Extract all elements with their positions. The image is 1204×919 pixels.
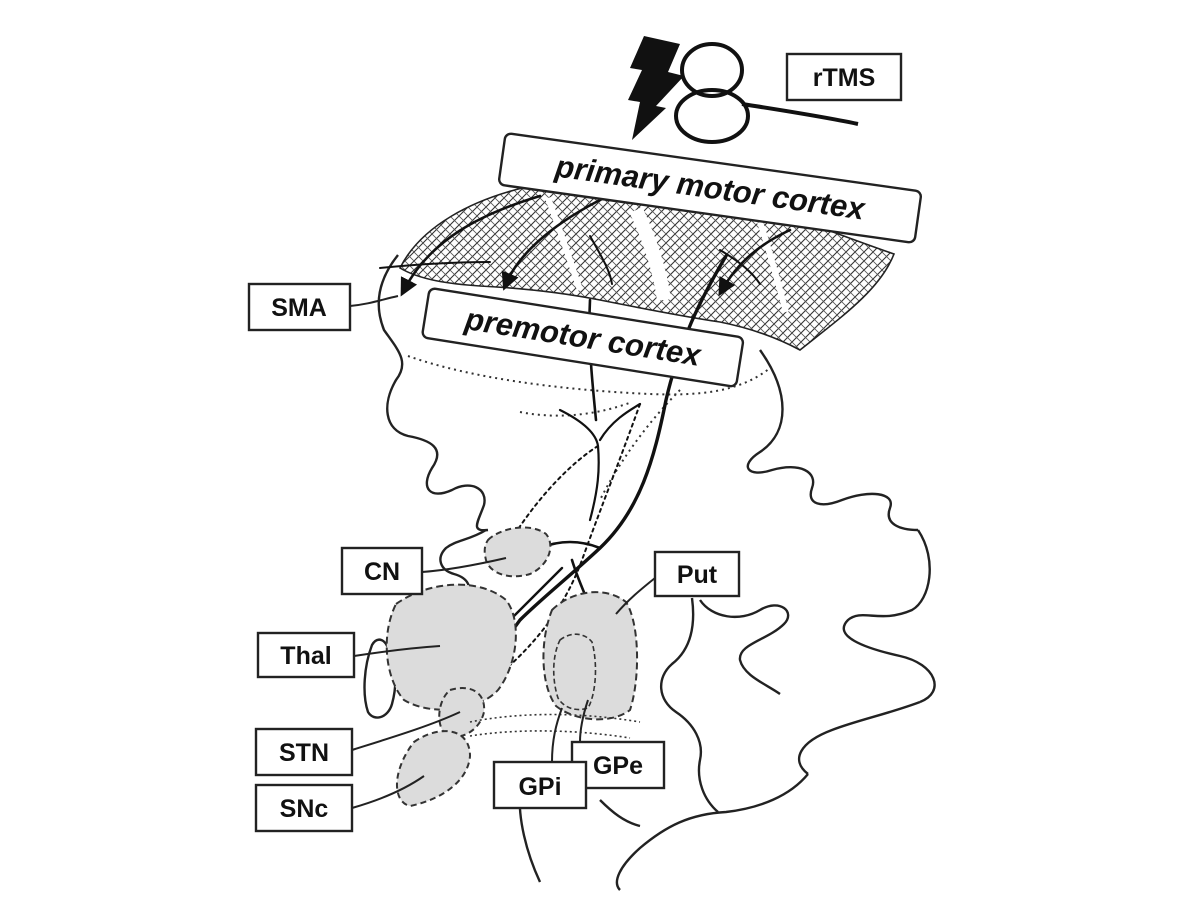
put-label: Put bbox=[616, 552, 739, 614]
svg-text:Thal: Thal bbox=[280, 642, 331, 670]
putamen-shape bbox=[543, 592, 637, 719]
rtms-label: rTMS bbox=[787, 54, 901, 100]
subthalamic-nucleus-shape bbox=[439, 688, 484, 737]
lightning-bolt-icon bbox=[628, 36, 684, 140]
caudate-nucleus-shape bbox=[485, 527, 551, 576]
substantia-nigra-shape bbox=[397, 731, 470, 806]
svg-text:GPe: GPe bbox=[593, 752, 643, 780]
svg-text:Put: Put bbox=[677, 561, 718, 589]
svg-text:GPi: GPi bbox=[518, 773, 561, 801]
svg-text:STN: STN bbox=[279, 739, 329, 767]
svg-text:rTMS: rTMS bbox=[813, 64, 876, 92]
svg-text:SMA: SMA bbox=[271, 294, 327, 322]
svg-text:CN: CN bbox=[364, 558, 400, 586]
svg-text:SNc: SNc bbox=[280, 795, 329, 823]
sma-label: SMA bbox=[249, 284, 398, 330]
